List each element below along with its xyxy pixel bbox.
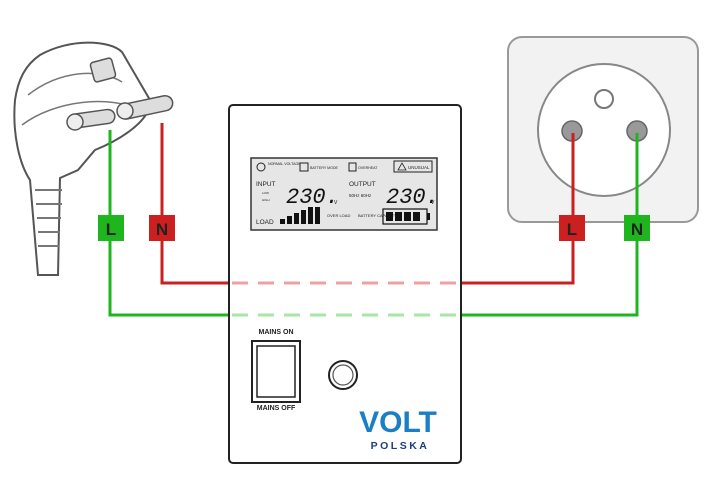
battery-gauge	[382, 208, 430, 225]
svg-text:BATTERY MODE: BATTERY MODE	[310, 166, 339, 170]
svg-text:NORMAL VOLTAGE: NORMAL VOLTAGE	[268, 162, 301, 166]
brand-sub: POLSKA	[371, 440, 430, 452]
socket-icon	[507, 36, 699, 223]
normal-voltage-indicator: NORMAL VOLTAGE	[256, 162, 301, 172]
plug-label-l: L	[98, 215, 124, 241]
output-voltage-unit: V	[431, 200, 435, 206]
input-voltage-value: 230.	[286, 185, 339, 210]
unusual-indicator: UNUSUAL	[393, 160, 433, 173]
battery-mode-indicator: BATTERY MODE	[299, 162, 339, 172]
socket-label-n: N	[624, 215, 650, 241]
svg-text:OVERHEAT: OVERHEAT	[358, 166, 378, 170]
mains-off-label: MAINS OFF	[257, 405, 296, 412]
svg-text:N: N	[631, 220, 643, 239]
load-label: LOAD	[256, 219, 274, 226]
frequency-label: 50Hz 60Hz	[349, 193, 372, 198]
svg-text:N: N	[156, 220, 168, 239]
brand-name: VOLT	[359, 406, 437, 439]
input-high-label: HIGH	[262, 198, 270, 202]
plug-icon	[13, 41, 174, 276]
socket-label-l: L	[559, 215, 585, 241]
mains-switch[interactable]	[251, 340, 301, 403]
output-voltage-value: 230.	[386, 185, 439, 210]
overheat-indicator: OVERHEAT	[348, 162, 378, 172]
input-voltage-unit: V	[334, 200, 338, 206]
output-label: OUTPUT	[349, 181, 376, 188]
lcd-display: NORMAL VOLTAGE BATTERY MODE OVERHEAT UNU…	[250, 157, 439, 231]
input-low-label: LOW	[262, 191, 269, 195]
power-button[interactable]	[328, 360, 358, 390]
overload-label: OVER LOAD	[327, 213, 350, 218]
plug-label-n: N	[149, 215, 175, 241]
svg-text:UNUSUAL: UNUSUAL	[408, 165, 430, 170]
volt-polska-logo: VOLT POLSKA	[359, 406, 437, 452]
input-label: INPUT	[256, 181, 276, 188]
load-bar-graph	[280, 207, 320, 224]
battery-capacity-label: BATTERY CAPACITY	[358, 213, 397, 218]
svg-text:L: L	[106, 220, 116, 239]
svg-text:L: L	[567, 220, 577, 239]
mains-on-label: MAINS ON	[259, 329, 294, 336]
